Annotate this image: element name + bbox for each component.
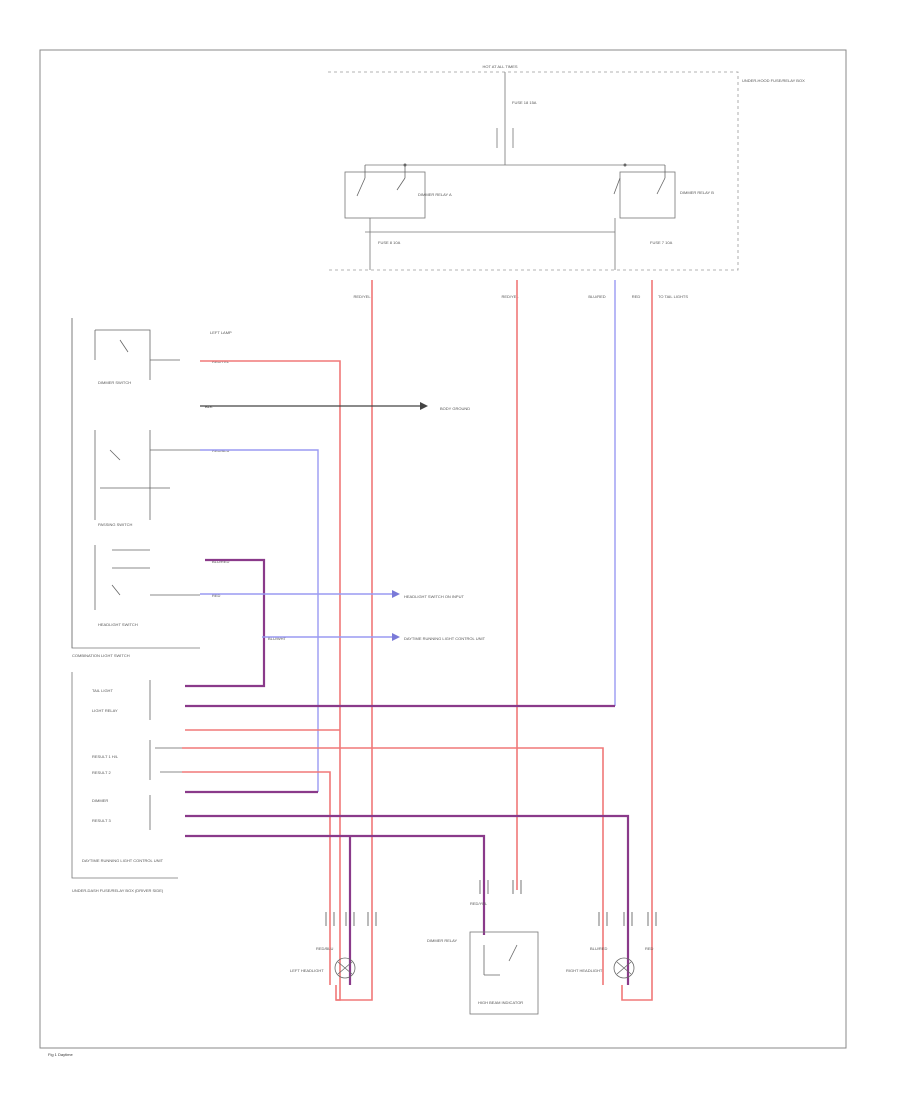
connector-marks <box>325 880 657 926</box>
dimmer-relay-right <box>619 171 676 219</box>
control-unit-outline <box>71 672 178 879</box>
left-lamp-label: LEFT LAMP <box>210 330 232 335</box>
bottom-wire-label-4: RED <box>645 946 654 951</box>
underdash-box-label: UNDER-DASH FUSE/RELAY BOX (DRIVER SIDE) <box>72 888 164 893</box>
mid-wire-label-5: RED <box>212 593 221 598</box>
headlight-switch-label: HEADLIGHT SWITCH <box>98 622 138 627</box>
center-relay-box <box>469 931 539 1015</box>
drl-arrow-icon <box>392 633 400 641</box>
center-relay-label: DIMMER RELAY <box>427 938 457 943</box>
top-wire-label-5: TO TAIL LIGHTS <box>658 294 688 299</box>
dimmer-relay-left-label: DIMMER RELAY A <box>418 192 452 197</box>
top-wire-label-3: BLU/RED <box>588 294 605 299</box>
control-unit-pin-1: TAIL LIGHT <box>92 688 113 693</box>
dimmer-switch-symbol <box>94 329 180 380</box>
left-headlight-label: LEFT HEADLIGHT <box>290 968 324 973</box>
center-relay-contacts <box>483 944 518 976</box>
passing-switch-symbol <box>94 430 200 520</box>
left-headlight <box>334 957 356 979</box>
mid-wire-label-6: BLU/WHT <box>268 636 287 641</box>
wire-purple-result3b <box>185 834 486 935</box>
fuse-main-symbol <box>496 128 514 148</box>
headlight-input-label: HEADLIGHT SWITCH ON INPUT <box>404 594 464 599</box>
wire-red-dimmer <box>200 360 341 1001</box>
diagram-frame <box>39 49 847 1049</box>
body-ground-label: BODY GROUND <box>440 406 470 411</box>
top-fuse-label: HOT AT ALL TIMES <box>482 64 517 69</box>
top-wire-label-2: RED/YEL <box>501 294 519 299</box>
relay-left-contacts <box>356 165 406 197</box>
top-wire-label-4: RED <box>632 294 641 299</box>
bottom-wire-label-2: RED/YEL <box>470 901 488 906</box>
bus-node-right <box>623 163 627 167</box>
wire-red-right <box>621 280 653 1001</box>
fuse-left-label: FUSE 8 10A <box>378 240 401 245</box>
control-unit-pin-5: DIMMER <box>92 798 108 803</box>
control-unit-pin-4: RESULT 2 <box>92 770 112 775</box>
switch-block-outline <box>71 318 200 649</box>
dimmer-relay-right-label: DIMMER RELAY B <box>680 190 714 195</box>
control-unit-pin-3: RESULT 1 H/L <box>92 754 119 759</box>
wire-blue-passing <box>200 449 319 792</box>
dimmer-relay-left <box>344 171 426 219</box>
wire-purple-result3a <box>185 814 630 985</box>
control-unit-switches <box>149 680 182 830</box>
bottom-wire-label-3: BLU/RED <box>590 946 607 951</box>
wire-red-left <box>335 280 373 1001</box>
relay-box-outline <box>328 71 739 271</box>
right-headlight <box>613 957 635 979</box>
right-headlight-label: RIGHT HEADLIGHT <box>566 968 603 973</box>
page-label: Fig 1 Daytime <box>48 1052 73 1057</box>
wire-red-result2 <box>182 747 604 985</box>
ground-arrow-icon <box>420 402 428 410</box>
mid-wire-label-4: BLU/RED <box>212 559 229 564</box>
relay-right-contacts <box>613 165 666 195</box>
relay-box-label: UNDER-HOOD FUSE/RELAY BOX <box>742 78 805 83</box>
fuse-main-label: FUSE 18 15A <box>512 100 537 105</box>
fuse-right-label: FUSE 7 10A <box>650 240 673 245</box>
center-relay-sub-label: HIGH BEAM INDICATOR <box>478 1000 523 1005</box>
top-wire-label-1: RED/YEL <box>353 294 371 299</box>
headlight-switch-symbol <box>94 545 200 610</box>
drl-control-note: DAYTIME RUNNING LIGHT CONTROL UNIT <box>404 636 486 641</box>
control-unit-pin-6: RESULT 3 <box>92 818 112 823</box>
headlight-input-arrow-icon <box>392 590 400 598</box>
combination-switch-label: COMBINATION LIGHT SWITCH <box>72 653 130 658</box>
wire-purple-head <box>185 558 266 688</box>
dimmer-switch-label: DIMMER SWITCH <box>98 380 131 385</box>
control-unit-label: DAYTIME RUNNING LIGHT CONTROL UNIT <box>82 858 164 863</box>
control-unit-pin-2: LIGHT RELAY <box>92 708 118 713</box>
passing-switch-label: PASSING SWITCH <box>98 522 132 527</box>
wire-red-result3 <box>182 771 331 985</box>
bottom-wire-label-1: RED/BLU <box>316 946 333 951</box>
